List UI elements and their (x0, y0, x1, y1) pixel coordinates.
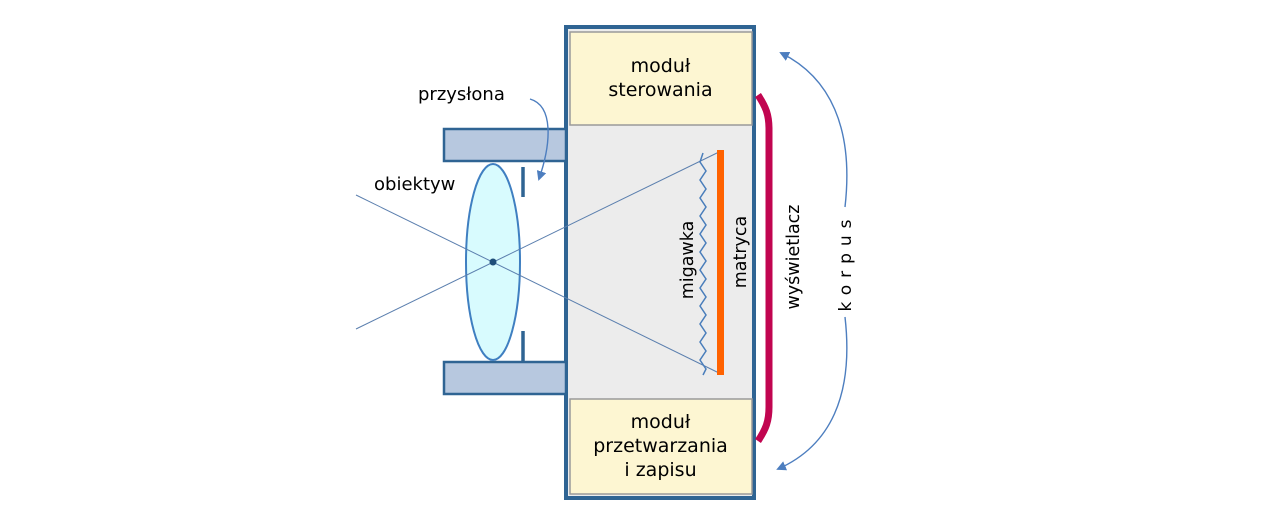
processing-module-label-line3: i zapisu (624, 459, 697, 482)
processing-module-box (569, 398, 753, 495)
lens-barrel-bottom (442, 360, 568, 396)
body-arrow-top (779, 52, 848, 208)
light-ray-upper (355, 151, 720, 330)
body-arrow-bottom (776, 316, 848, 471)
sensor-bar (717, 150, 724, 375)
aperture-label: przysłona (418, 84, 505, 105)
display-label: wyświetlacz (784, 204, 804, 310)
control-module-label-line2: sterowania (608, 79, 713, 101)
sensor-label: matryca (731, 215, 751, 289)
aperture-pointer-arrow (529, 98, 549, 181)
processing-module-label: moduł przetwarzania i zapisu (569, 398, 752, 494)
optical-center-dot (489, 258, 497, 266)
control-module-box (569, 31, 753, 126)
shutter-label: migawka (678, 220, 698, 300)
processing-module-label-line2: przetwarzania (593, 434, 728, 457)
body-label: korpus (836, 212, 856, 312)
lens-label: obiektyw (374, 174, 456, 195)
processing-module-label-line1: moduł (630, 410, 691, 433)
light-ray-lower (355, 194, 720, 374)
control-module-label-line1: moduł (630, 54, 691, 77)
shutter-zigzag (699, 152, 707, 376)
display-bar (755, 93, 773, 443)
control-module-label: moduł sterowania (569, 31, 752, 125)
